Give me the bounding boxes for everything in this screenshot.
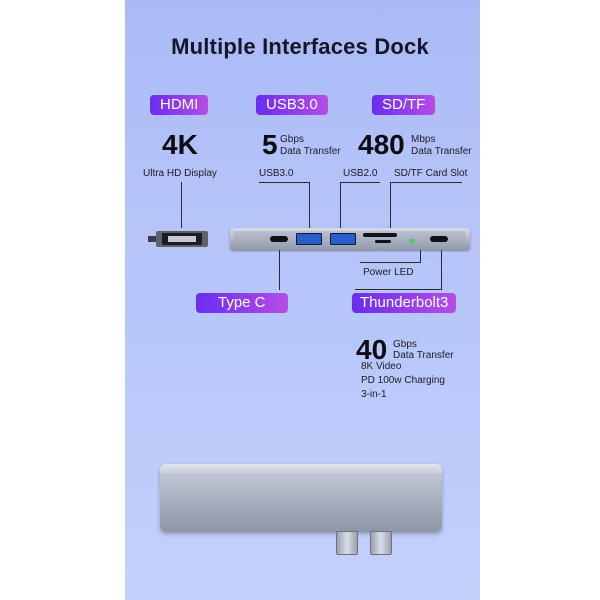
thunderbolt-plug-left [336,531,358,555]
usb3-leader-v [309,182,310,232]
type-c-port [270,236,288,242]
power-led-leader-v [420,250,421,263]
thunderbolt-description: Data Transfer [393,350,454,361]
sdtf-unit: Mbps [411,134,436,145]
thunderbolt-leader-v [441,250,442,290]
usb2-port-label: USB2.0 [343,168,378,179]
hdmi-connector-image [148,231,208,247]
usb2-leader-v [340,182,341,232]
usb3-description: Data Transfer [280,146,341,157]
thunderbolt-speed: 40 [356,334,388,365]
power-led-label: Power LED [363,267,414,278]
typec-leader-line [279,250,280,290]
sdtf-description: Data Transfer [411,146,472,157]
sd-card-slot [363,233,397,237]
card-leader-v [390,182,391,232]
dock-side-view [230,228,470,250]
usb3-speed: 5 [262,129,278,160]
usb3-port [296,233,322,245]
feature-3-in-1: 3-in-1 [361,389,387,400]
thunderbolt-tag: Thunderbolt3 [352,293,457,313]
hdmi-leader-line [181,182,182,228]
usb3-leader-h [259,182,309,183]
usb2-leader-h [340,182,380,183]
thunderbolt-plug-right [370,531,392,555]
thunderbolt-port [430,236,448,242]
thunderbolt-leader-h [355,289,442,290]
sdtf-tag: SD/TF [372,95,436,115]
card-slot-label: SD/TF Card Slot [394,168,468,179]
card-leader-h [390,182,462,183]
dock-top-view [160,464,442,532]
power-led [409,239,415,243]
tf-card-slot [375,240,391,243]
dock-top-rim [160,464,442,474]
power-led-leader-h [360,262,420,263]
thunderbolt-unit: Gbps [393,339,417,350]
sdtf-speed: 480 [358,129,405,160]
hdmi-resolution: 4K [162,129,198,160]
usb3-tag: USB3.0 [256,95,328,115]
usb3-unit: Gbps [280,134,304,145]
page-title: Multiple Interfaces Dock [171,34,429,59]
usb2-port [330,233,356,245]
hdmi-tag: HDMI [150,95,209,115]
typec-tag: Type C [196,293,288,313]
usb3-port-label: USB3.0 [259,168,294,179]
hdmi-description: Ultra HD Display [143,168,217,179]
feature-pd-charging: PD 100w Charging [361,375,445,386]
feature-8k-video: 8K Video [361,361,402,372]
